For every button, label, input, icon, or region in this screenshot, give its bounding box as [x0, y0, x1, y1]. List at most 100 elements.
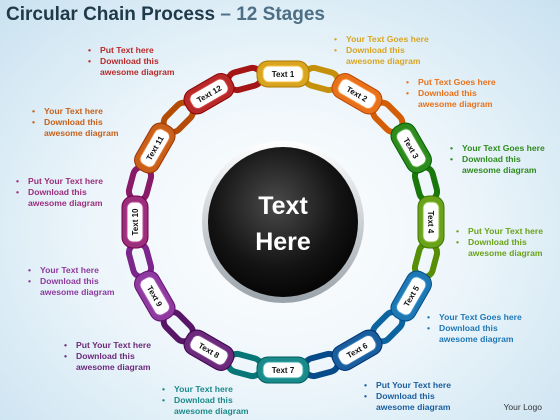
bullet-icon: • [364, 391, 368, 401]
chain-link-label-plate [139, 276, 171, 316]
stage-note-line: • Put Your Text here [64, 340, 151, 351]
chain-link-stage-7: Text 7 [256, 356, 310, 384]
chain-link-stage-11: Text 11 [134, 122, 176, 174]
stage-note-line: • Download this [28, 276, 115, 287]
chain-link-label-plate [422, 201, 440, 243]
chain-link-label-plate [189, 78, 229, 110]
stage-note-text: Download this [44, 117, 103, 127]
center-circle: Text Here [202, 141, 364, 303]
stage-note-text: Download this [100, 56, 159, 66]
stage-note-text: Put Text Goes here [418, 77, 496, 87]
page-title: Circular Chain Process – 12 Stages [6, 4, 325, 25]
stage-note-line: awesome diagram [427, 334, 522, 345]
chain-link-stage-6: Text 6 [331, 329, 383, 371]
page-subtitle: 12 Stages [236, 4, 325, 25]
stage-note-line: •Put Your Text here [16, 176, 103, 187]
stage-note-line: •Your Text here [28, 265, 115, 276]
bullet-icon: • [456, 237, 460, 247]
stage-note-line: • Put Text Goes here [406, 77, 496, 88]
bullet-icon: • [456, 226, 460, 236]
stage-note-line: •Download this [364, 391, 451, 402]
bullet-icon: • [406, 77, 410, 87]
center-core [208, 147, 358, 297]
bullet-icon: • [28, 276, 32, 286]
stage-note-text: Put Text here [100, 45, 154, 55]
bullet-icon: • [32, 117, 36, 127]
stage-note-line: • Put Your Text here [364, 380, 451, 391]
stage-note-text: Download this [40, 276, 99, 286]
stage-note-text: Your Text here [40, 265, 99, 275]
chain-link-label-plate [337, 78, 377, 110]
stage-note-text: Put Your Text here [376, 380, 451, 390]
stage-note-text: Download this [346, 45, 405, 55]
stage-note-line: •Download this [16, 187, 103, 198]
stage-note-text: Download this [468, 237, 527, 247]
stage-note-line: • Your Text Goes here [334, 34, 429, 45]
stage-note-text: Download this [174, 395, 233, 405]
stage-note-text: awesome diagram [418, 99, 493, 109]
logo: Your Logo [503, 402, 542, 412]
chain-link-label-plate [189, 334, 229, 366]
chain-link-stage-1: Text 1 [256, 60, 310, 88]
bullet-icon: • [450, 143, 454, 153]
stage-note-line: • Your Text Goes here [450, 143, 545, 154]
bullet-icon: • [334, 34, 338, 44]
bullet-icon: • [162, 384, 166, 394]
chain-link-label-plate [139, 128, 171, 168]
stage-note-line: awesome diagram [334, 56, 429, 67]
bullet-icon: • [88, 45, 92, 55]
bullet-icon: • [364, 380, 368, 390]
chain-link-stage-12: Text 12 [183, 73, 235, 115]
chain-link-label: Text 10 [131, 208, 140, 236]
chain-link-stage-8: Text 8 [183, 329, 235, 371]
stage-note-line: awesome diagram [450, 165, 545, 176]
stage-note-line: awesome diagram [162, 406, 249, 417]
stage-note-line: • Put Text here [88, 45, 175, 56]
bullet-icon: • [334, 45, 338, 55]
chain-link-stage-5: Text 5 [390, 270, 432, 322]
stage-note-text: awesome diagram [40, 287, 115, 297]
stage-note-text: awesome diagram [76, 362, 151, 372]
stage-note-line: •Download this [64, 351, 151, 362]
stage-note-line: • Download this [162, 395, 249, 406]
stage-note-text: Download this [439, 323, 498, 333]
chain-link-stage-10: Text 10 [121, 195, 149, 249]
stage-note-text: Download this [418, 88, 477, 98]
stage-note-line: • Download this [32, 117, 119, 128]
bullet-icon: • [64, 340, 68, 350]
stage-note-text: awesome diagram [44, 128, 119, 138]
stage-note-text: Your Text Goes here [439, 312, 522, 322]
stage-note-text: Download this [28, 187, 87, 197]
stage-note-text: Your Text Goes here [462, 143, 545, 153]
chain-link-label-plate [126, 201, 144, 243]
chain-link-stage-3: Text 3 [390, 122, 432, 174]
stage-note-text: awesome diagram [174, 406, 249, 416]
chain-link-label: Text 4 [426, 211, 435, 234]
stage-note-line: •Download this [406, 88, 496, 99]
bullet-icon: • [88, 56, 92, 66]
stage-note-text: awesome diagram [346, 56, 421, 66]
stage-note-text: awesome diagram [28, 198, 103, 208]
stage-note-line: awesome diagram [456, 248, 543, 259]
stage-note-line: awesome diagram [28, 287, 115, 298]
bullet-icon: • [162, 395, 166, 405]
bullet-icon: • [427, 323, 431, 333]
chain-link-stage-9: Text 9 [134, 270, 176, 322]
stage-note-text: awesome diagram [439, 334, 514, 344]
stage-note-text: Put Your Text here [76, 340, 151, 350]
chain-link-label: Text 7 [272, 366, 295, 375]
stage-note-text: awesome diagram [462, 165, 537, 175]
bullet-icon: • [16, 176, 20, 186]
stage-note-line: •Your Text Goes here [427, 312, 522, 323]
stage-note-text: Put Your Text here [468, 226, 543, 236]
stage-note-text: Your Text here [44, 106, 103, 116]
stage-note-line: • Download this [88, 56, 175, 67]
bullet-icon: • [450, 154, 454, 164]
stage-note-text: Your Text Goes here [346, 34, 429, 44]
